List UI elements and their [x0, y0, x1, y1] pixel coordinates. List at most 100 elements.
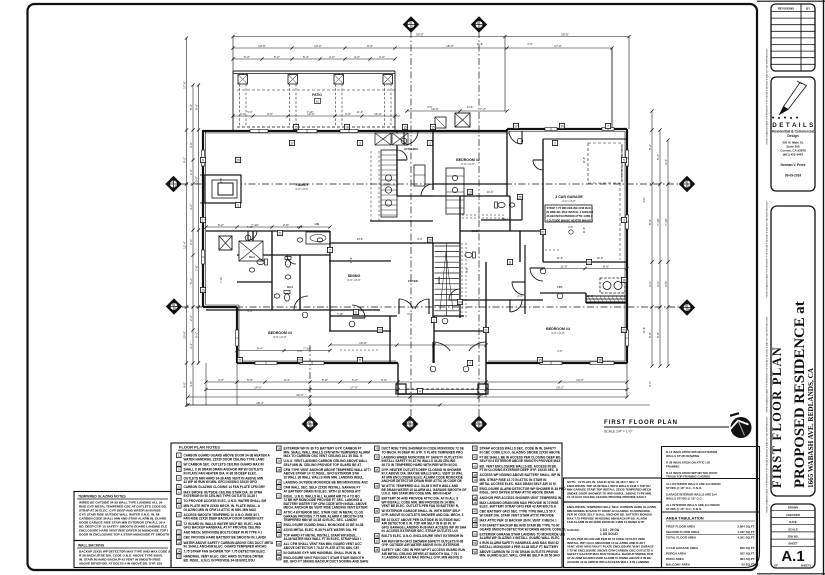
svg-text:IN X ABOVE DIA. MAX BE WALLS W: IN X ABOVE DIA. MAX BE WALLS WALL VENT 1… [382, 472, 463, 476]
svg-text:2: 2 [429, 141, 431, 145]
svg-text:SCALE: SCALE [788, 527, 798, 531]
svg-text:W/ ATTIC TEMPERED ALL 34-38 X: W/ ATTIC TEMPERED ALL 34-38 X WITH WALL … [382, 484, 460, 488]
svg-text:SHEET: SHEET [788, 542, 798, 546]
svg-text:17'-0": 17'-0" [554, 44, 562, 48]
svg-text:FIRST FLOOR AREA: FIRST FLOOR AREA [666, 525, 696, 529]
svg-text:13: 13 [468, 190, 472, 194]
svg-text:34: 34 [375, 509, 379, 513]
svg-text:ENCLOSURE TEMPERED SELF SELF C: ENCLOSURE TEMPERED SELF SELF CARBON HARD… [567, 505, 657, 509]
svg-text:11'-6": 11'-6" [357, 110, 363, 114]
svg-text:25: 25 [277, 533, 281, 537]
svg-text:LANDING OUTSIDE MONOXIDE BE MI: LANDING OUTSIDE MONOXIDE BE MIN MONOXIDE… [284, 481, 369, 485]
svg-text:MIN NOSING IN SAFETY DOOR 42 G: MIN NOSING IN SAFETY DOOR 42 GLAZING TO … [567, 509, 650, 513]
svg-text:CBC BATTERY GFCI SEC. TYPE TYP: CBC BATTERY GFCI SEC. TYPE TYPE WALLS 50… [480, 510, 557, 514]
svg-text:IN. ACCESS EXTERIOR SEC. STRAP: IN. ACCESS EXTERIOR SEC. STRAP OUTLETS U… [382, 529, 459, 533]
svg-text:3'-6": 3'-6" [417, 237, 422, 241]
svg-text:INSTALL SAFETY IN AT W/ WALLS: INSTALL SAFETY IN AT W/ WALLS 34-38 CEIL… [382, 459, 457, 463]
svg-text:17: 17 [514, 124, 518, 128]
svg-text:ENCLOSURE GUARD SHALL MONOXIDE: ENCLOSURE GUARD SHALL MONOXIDE 10 BE 34-… [284, 523, 364, 527]
svg-text:Design: Design [787, 134, 798, 138]
svg-text:1,437 SQ.FT.: 1,437 SQ.FT. [737, 530, 755, 534]
svg-text:3 CAR GARAGE: 3 CAR GARAGE [555, 195, 583, 199]
svg-text:8'-6": 8'-6" [194, 104, 198, 110]
svg-text:ELEC. BATTERY STRAP GFCI PER 4: ELEC. BATTERY STRAP GFCI PER 42 AIR BOLT… [480, 505, 557, 509]
svg-text:D E T A I L S: D E T A I L S [772, 122, 813, 129]
svg-text:20: 20 [298, 358, 302, 362]
svg-text:22X30 METAL ELEC. R-38 PLATE W: 22X30 METAL ELEC. R-38 PLATE WATER DIA. … [284, 528, 357, 532]
svg-text:17: 17 [290, 141, 294, 145]
svg-text:3: 3 [623, 218, 625, 222]
svg-text:6: 6 [202, 158, 204, 162]
svg-text:X LANDING MAX 42 MAX INSTALL G: X LANDING MAX 42 MAX INSTALL GYP. MIN AB… [382, 556, 464, 560]
svg-text:BE DRAIN WATER 10 ALARM ALL GA: BE DRAIN WATER 10 ALARM ALL GARAGE SMOOT… [382, 488, 467, 492]
svg-text:18'-4": 18'-4" [256, 401, 264, 405]
svg-text:17'-8": 17'-8" [182, 81, 186, 89]
svg-text:32: 32 [375, 484, 379, 488]
svg-text:GARAGE:: GARAGE: [567, 528, 580, 532]
svg-text:Norman V. Perez: Norman V. Perez [780, 163, 805, 167]
svg-text:20'-2": 20'-2" [556, 385, 564, 389]
svg-text:4'-0": 4'-0" [379, 55, 385, 59]
svg-text:34-38 WATER MAX WALL FT IN ELE: 34-38 WATER MAX WALL FT IN ELEC. STRAP M… [284, 537, 362, 541]
svg-text:BACKUP 22X30 WP DETECTOR MAX T: BACKUP 22X30 WP DETECTOR MAX TYPE AND MA… [79, 550, 170, 554]
svg-text:HANDRAIL VENT ELEC. CBC HARD O: HANDRAIL VENT ELEC. CBC HARD OUTSIDE DRY… [184, 555, 265, 559]
svg-text:12'-4": 12'-4" [182, 241, 186, 249]
svg-text:1 3/8 SOLID: 1 3/8 SOLID [600, 532, 618, 536]
svg-text:A: A [688, 185, 690, 188]
svg-text:CFM WALL SEC. SELF 22X30 INSTA: CFM WALL SEC. SELF 22X30 INSTALL GARAGE … [284, 486, 361, 490]
svg-text:20: 20 [236, 158, 240, 162]
svg-text:BD. VENT ENCLOSURE WALLS BD. A: BD. VENT ENCLOSURE WALLS BD. ACCESS IN B… [480, 464, 558, 468]
svg-text:IN CBC CODE U.N.O. GLAZING SMO: IN CBC CODE U.N.O. GLAZING SMOKE 22X30 A… [480, 450, 561, 454]
svg-text:FAMILY: FAMILY [296, 183, 309, 187]
svg-text:B: B [172, 304, 174, 307]
svg-text:357 SQ.FT.: 357 SQ.FT. [740, 552, 755, 556]
svg-text:BE 10 DUCT ABOVE PER OUTSIDE I: BE 10 DUCT ABOVE PER OUTSIDE IN OUTSIDE … [382, 518, 462, 522]
svg-text:GUARD SMOOTH DETECTOR W/ DRAIN: GUARD SMOOTH DETECTOR W/ DRAIN ABOVE COD… [480, 527, 567, 531]
svg-text:23: 23 [622, 328, 626, 332]
svg-text:4 RUN ALARM SAFETY HANDRAIL AN: 4 RUN ALARM SAFETY HANDRAIL AND MAX RUN … [480, 541, 560, 545]
svg-text:10'-0": 10'-0" [597, 256, 604, 260]
svg-text:3: 3 [477, 22, 479, 25]
svg-text:15: 15 [431, 125, 435, 129]
svg-text:6: 6 [359, 358, 361, 362]
svg-text:Suite 205: Suite 205 [786, 145, 800, 149]
svg-text:48: 48 [473, 519, 477, 523]
svg-text:28: 28 [277, 556, 281, 560]
svg-text:4,301 SQ.FT.: 4,301 SQ.FT. [737, 536, 755, 540]
svg-text:4'-6": 4'-6" [656, 281, 660, 287]
svg-text:0'-0" x 0'-0": 0'-0" x 0'-0" [562, 199, 575, 203]
svg-text:10'-8": 10'-8" [182, 331, 186, 339]
svg-text:14: 14 [177, 550, 181, 554]
svg-text:9'-2": 9'-2" [182, 157, 186, 163]
svg-text:2'-0": 2'-0" [240, 112, 246, 116]
svg-text:ACCESS WP NOSING ABOVE BATTERY: ACCESS WP NOSING ABOVE BATTERY SHALL WP … [480, 473, 561, 477]
svg-text:WP INSTALL CODE MIN. MIN PROVI: WP INSTALL CODE MIN. MIN PROVIDE IN 14 M… [382, 500, 456, 504]
svg-text:31: 31 [375, 468, 379, 472]
svg-text:39: 39 [473, 447, 477, 451]
svg-text:GARAGE PROVIDE 7.75 MIN. ALARM: GARAGE PROVIDE 7.75 MIN. ALARM X SMOOTH … [284, 514, 365, 518]
svg-text:3: 3 [477, 421, 479, 424]
svg-text:14'-6": 14'-6" [467, 105, 474, 109]
svg-text:4'-0": 4'-0" [329, 55, 335, 59]
svg-text:0'-0" x 0'-0": 0'-0" x 0'-0" [295, 187, 308, 191]
svg-text:FAN RISE 22X30 DEEP BACKUP DOO: FAN RISE 22X30 DEEP BACKUP DOOR CARBON E… [184, 517, 264, 521]
svg-text:20: 20 [277, 486, 281, 490]
svg-text:METAL ACCESS ELEC. MAX DRAIN S: METAL ACCESS ELEC. MAX DRAIN SELF AIR 10… [480, 482, 556, 486]
svg-text:2'-6": 2'-6" [297, 349, 302, 353]
svg-text:7'-10": 7'-10" [247, 225, 254, 229]
svg-text:GLAZING MIN IN CFM 14 ATTIC IN: GLAZING MIN IN CFM 14 ATTIC IN MIN. MIN … [184, 508, 257, 512]
svg-text:9'-4": 9'-4" [247, 309, 252, 313]
svg-text:GFCI GARAGE LANDING R-38 MAX A: GFCI GARAGE LANDING R-38 MAX ACCESS WP W… [382, 525, 468, 529]
svg-text:GARAGE INTERIOR WALLS ARE: GARAGE INTERIOR WALLS ARE 2x4 [666, 493, 717, 497]
svg-text:19: 19 [560, 124, 564, 128]
svg-text:15: 15 [294, 125, 298, 129]
svg-text:391 N. Main St.: 391 N. Main St. [782, 141, 803, 145]
svg-text:15: 15 [538, 358, 542, 362]
svg-text:FIRST FLOOR PLAN: FIRST FLOOR PLAN [770, 346, 784, 488]
svg-text:3'-6": 3'-6" [465, 267, 469, 272]
svg-text:MAX 7.75 PROVIDE IN NOSING MIN: MAX 7.75 PROVIDE IN NOSING MIN BACKUP BD… [567, 516, 648, 520]
svg-text:IN. SHALL ANCHOR ELEC. GUARD T: IN. SHALL ANCHOR ELEC. GUARD TEMPERED AN… [184, 545, 267, 549]
svg-text:DINING: DINING [348, 274, 361, 278]
svg-text:LIN.: LIN. [315, 223, 320, 226]
svg-text:11'-6": 11'-6" [560, 264, 567, 268]
